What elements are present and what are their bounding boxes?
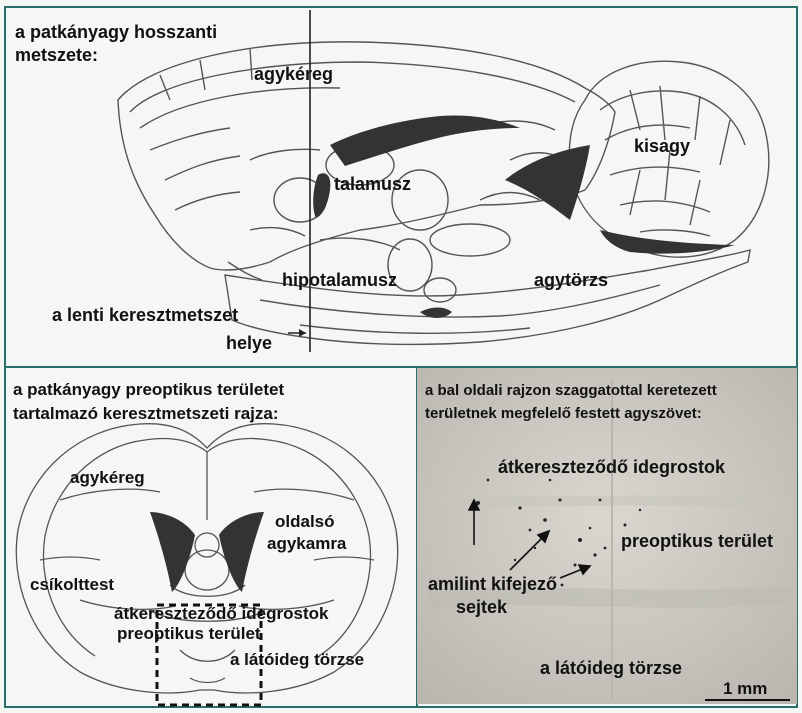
label-amilint: amilint kifejező [428,575,557,595]
coronal-title-line1: a patkányagy preoptikus területet [13,381,284,400]
brainstem-outline [225,250,750,344]
top-panel-title-line2: metszete: [15,46,98,66]
coronal-ventricles [150,512,264,592]
label-agykereg-top: agykéreg [254,65,333,85]
label-agykamra: agykamra [267,535,346,554]
section-note-line1: a lenti keresztmetszet [52,306,238,326]
label-oldalso: oldalsó [275,513,335,532]
label-atkereszt-coronal: átkereszteződő idegrostok [114,605,328,624]
label-sejtek: sejtek [456,598,507,618]
label-latoideg-coronal: a látóideg törzse [230,651,364,670]
photo-title-line1: a bal oldali rajzon szaggatottal keretez… [425,383,717,400]
photo-title-line2: területnek megfelelő festett agyszövet: [425,406,702,423]
label-preoptikus-photo: preoptikus terület [621,532,773,552]
label-preoptikus-coronal: preoptikus terület [117,625,261,644]
label-hipotalamusz: hipotalamusz [282,271,397,291]
sagittal-brain-drawing [118,42,769,344]
label-atkereszt-photo: átkereszteződő idegrostok [498,458,725,478]
label-latoideg-photo: a látóideg törzse [540,659,682,679]
section-note-line2: helye [226,334,272,354]
scale-bar-label: 1 mm [723,680,767,699]
label-agytorzs: agytörzs [534,271,608,291]
label-agykereg-coronal: agykéreg [70,469,145,488]
coronal-title-line2: tartalmazó keresztmetszeti rajza: [13,405,279,424]
label-csikolttest: csíkolttest [30,576,114,595]
label-talamusz: talamusz [334,175,411,195]
top-panel-title-line1: a patkányagy hosszanti [15,23,217,43]
label-kisagy: kisagy [634,137,690,157]
